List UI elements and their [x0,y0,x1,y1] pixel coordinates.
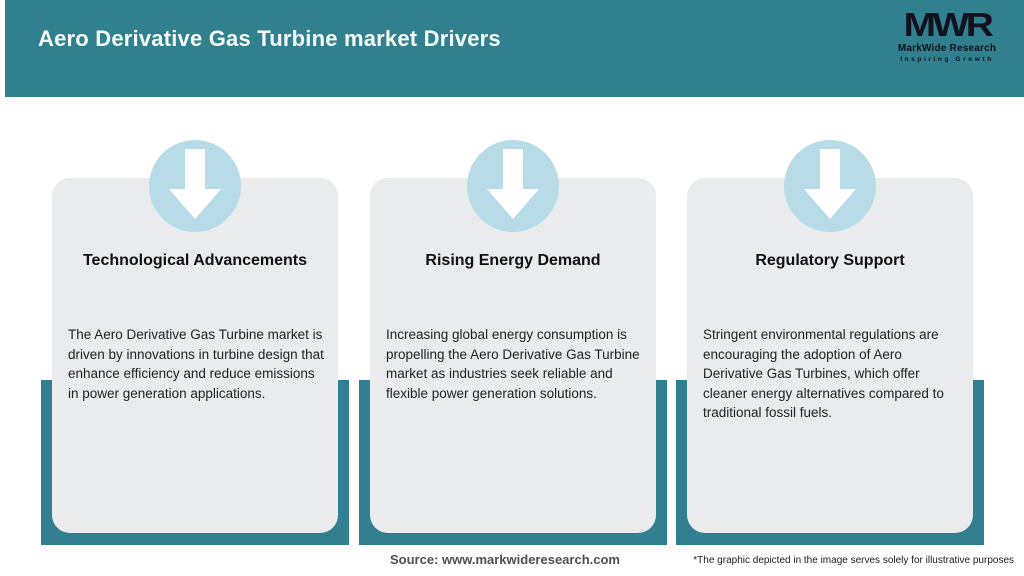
arrow-down-glyph [169,149,221,219]
logo-mark: MWR [903,6,994,43]
markwide-logo: MWR MarkWide Research Inspiring Growth [892,8,1002,64]
logo-name: MarkWide Research [897,43,997,54]
card-body-text: Stringent environmental regulations are … [703,327,944,420]
source-text: Source: www.markwideresearch.com [389,552,620,567]
card-title: Rising Energy Demand [425,252,601,269]
arrow-down-icon [784,140,876,232]
arrow-down-icon [149,140,241,232]
arrow-down-glyph [804,149,856,219]
card-title: Technological Advancements [82,252,308,269]
arrow-down-glyph [487,149,539,219]
card-body-text: Increasing global energy consumption is … [386,327,640,401]
arrow-down-icon [467,140,559,232]
driver-card-regulatory-support: Regulatory Support Stringent environment… [687,178,973,533]
disclaimer-text: *The graphic depicted in the image serve… [693,555,1014,566]
page-title: Aero Derivative Gas Turbine market Drive… [38,26,501,51]
driver-card-technological-advancements: Technological Advancements The Aero Deri… [52,178,338,533]
header-bar: Aero Derivative Gas Turbine market Drive… [5,0,1024,97]
card-body-text: The Aero Derivative Gas Turbine market i… [68,327,324,401]
card-title: Regulatory Support [755,252,905,269]
logo-tagline: Inspiring Growth [900,56,994,63]
driver-card-rising-energy-demand: Rising Energy Demand Increasing global e… [370,178,656,533]
